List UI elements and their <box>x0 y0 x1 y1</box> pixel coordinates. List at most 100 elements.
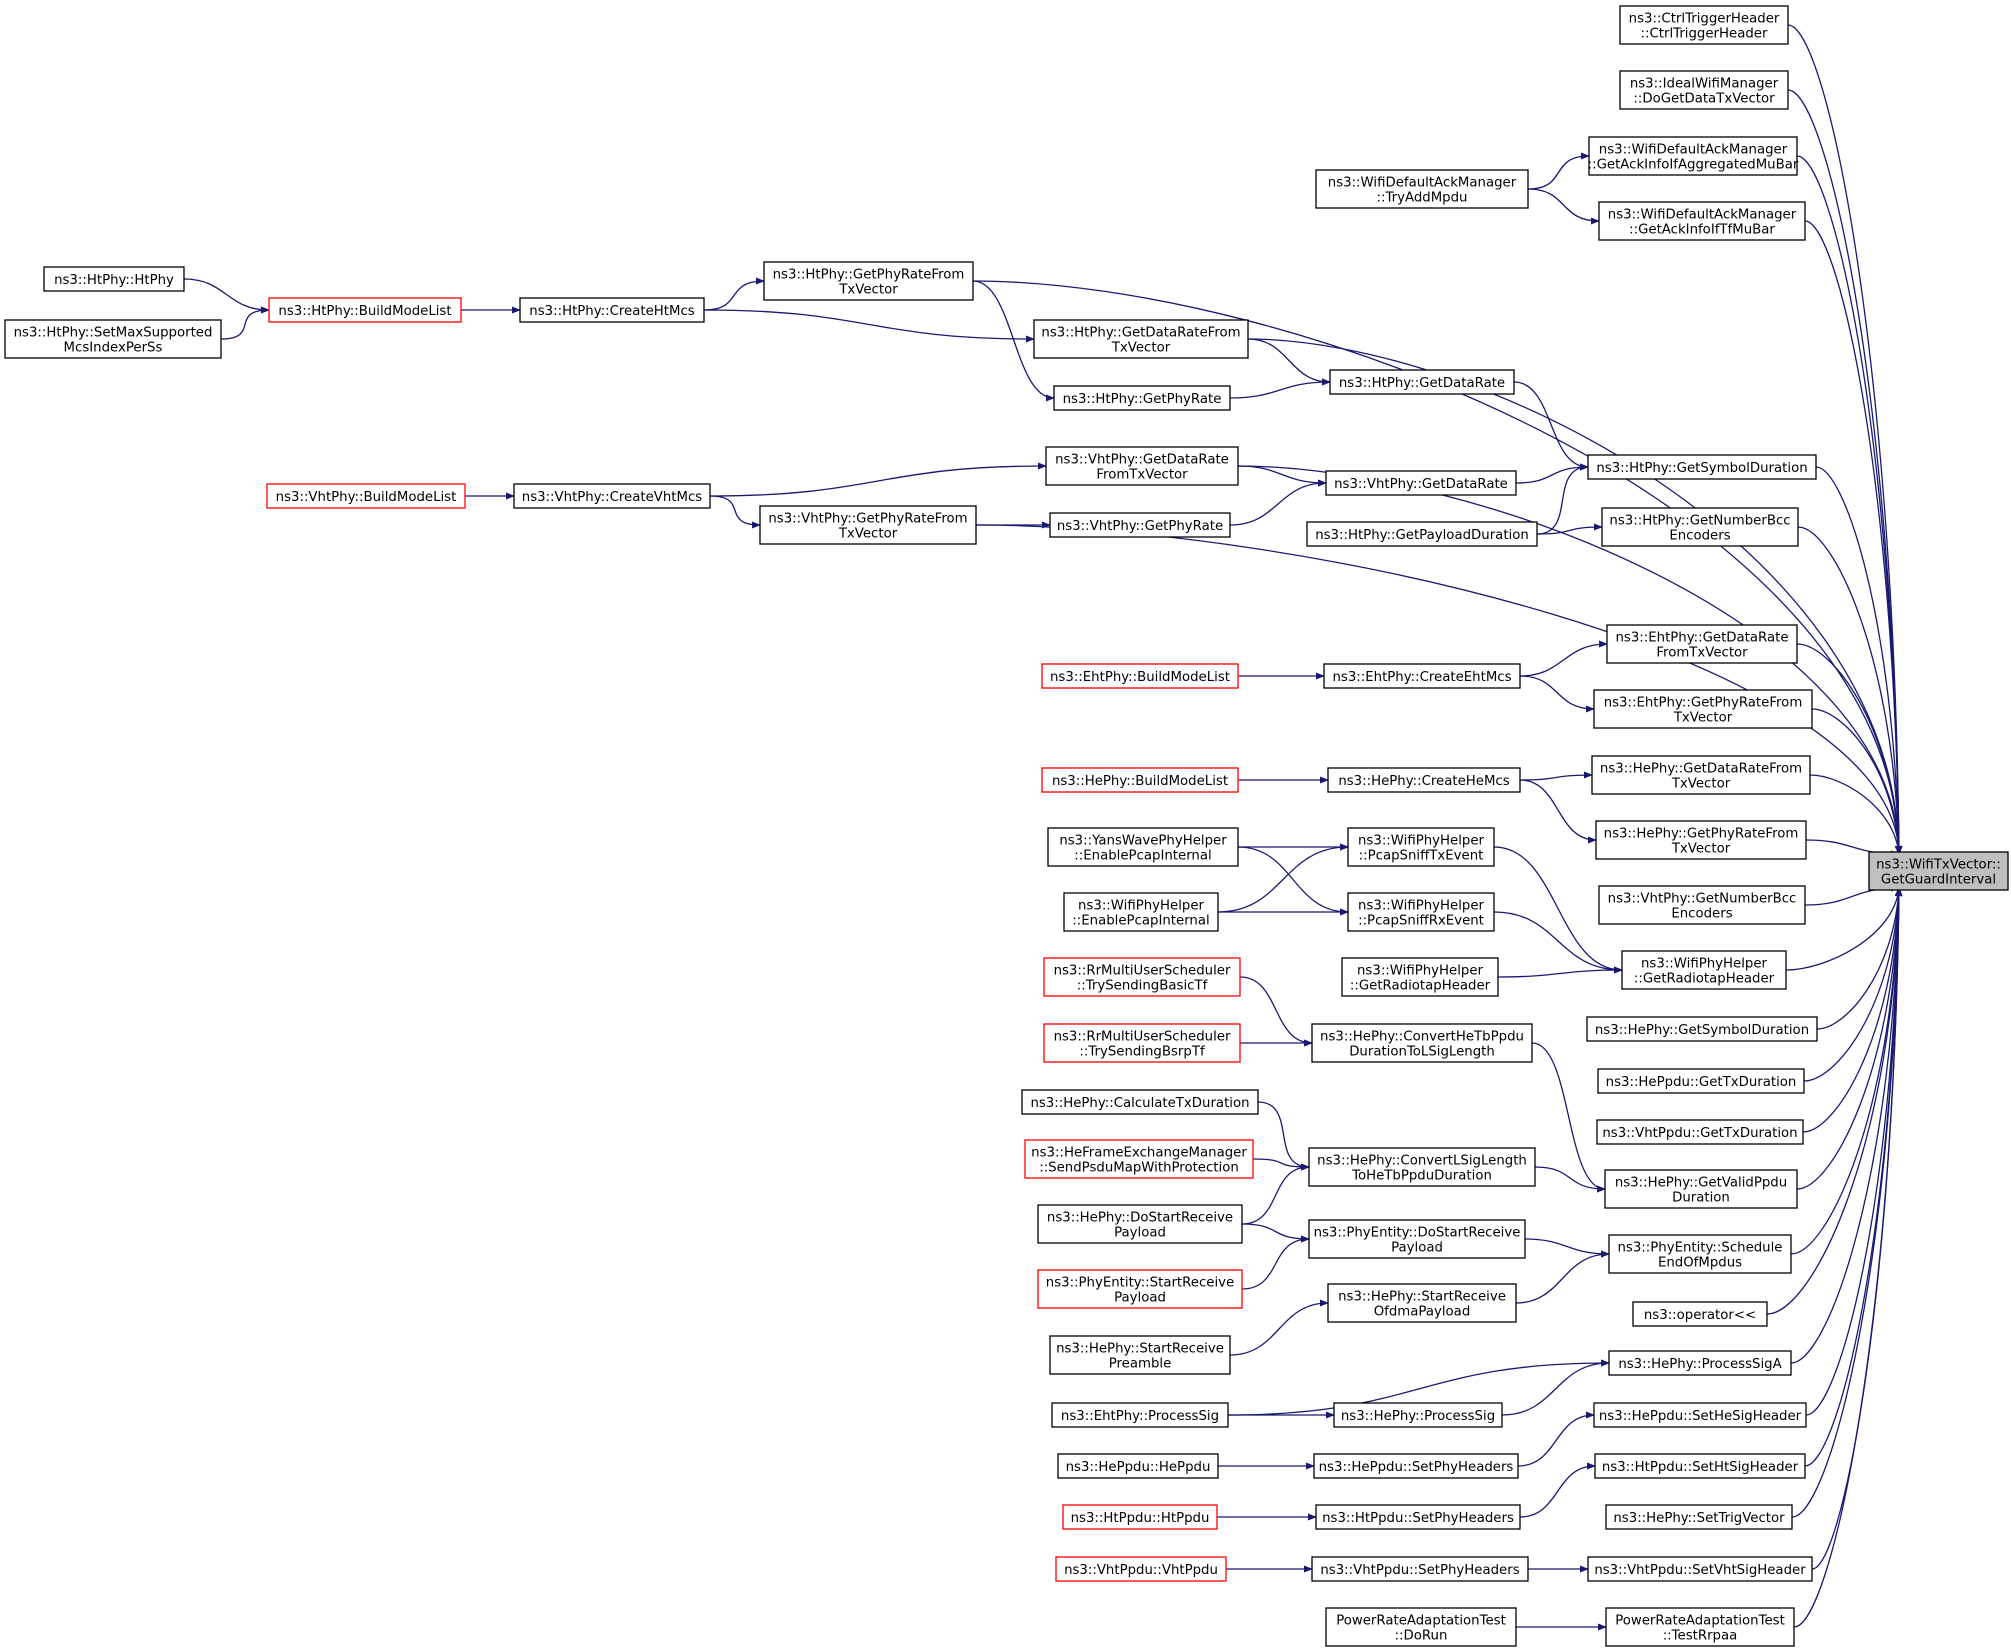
node-ns3-rrmultiuserscheduler-trysendingbsrptf[interactable]: ns3::RrMultiUserScheduler::TrySendingBsr… <box>1043 1023 1241 1063</box>
node-ns3-idealwifimanager-dogetdatatxvector[interactable]: ns3::IdealWifiManager::DoGetDataTxVector <box>1619 70 1789 110</box>
node-ns3-htphy-getsymbolduration[interactable]: ns3::HtPhy::GetSymbolDuration <box>1587 454 1817 480</box>
node-ns3-wifiphyhelper-enablepcapinternal[interactable]: ns3::WifiPhyHelper::EnablePcapInternal <box>1063 892 1219 932</box>
node-label: TxVector <box>1671 777 1731 792</box>
node-box <box>1045 446 1239 486</box>
node-ns3-hephy-converthetbppdu-durationtolsiglength[interactable]: ns3::HePhy::ConvertHeTbPpduDurationToLSi… <box>1311 1023 1533 1063</box>
node-label: McsIndexPerSs <box>64 341 163 356</box>
node-ns3-hephy-processsig[interactable]: ns3::HePhy::ProcessSig <box>1333 1402 1503 1428</box>
edge-ack_tryadd-to-ack_tfmubar <box>1527 188 1600 225</box>
node-ns3-ehtphy-createehtmcs[interactable]: ns3::EhtPhy::CreateEhtMcs <box>1323 663 1521 689</box>
node-box <box>1315 169 1529 209</box>
node-ns3-htppdu-setphyheaders[interactable]: ns3::HtPpdu::SetPhyHeaders <box>1315 1504 1521 1530</box>
node-box <box>268 297 462 323</box>
node-ns3-wifiphyhelper-pcapsnifftxevent[interactable]: ns3::WifiPhyHelper::PcapSniffTxEvent <box>1347 827 1495 867</box>
node-ns3-hephy-buildmodelist[interactable]: ns3::HePhy::BuildModeList <box>1041 767 1239 793</box>
node-ns3-hephy-convertlsiglength-tohetbppduduration[interactable]: ns3::HePhy::ConvertLSigLengthToHeTbPpduD… <box>1308 1147 1536 1187</box>
node-ns3-wifidefaultackmanager-getackinfoiftfmubar[interactable]: ns3::WifiDefaultAckManager::GetAckInfoIf… <box>1598 201 1806 241</box>
node-ns3-htppdu-htppdu[interactable]: ns3::HtPpdu::HtPpdu <box>1062 1504 1218 1530</box>
node-ns3-ehtphy-buildmodelist[interactable]: ns3::EhtPhy::BuildModeList <box>1041 663 1239 689</box>
node-ns3-hephy-settrigvector[interactable]: ns3::HePhy::SetTrigVector <box>1605 1504 1793 1530</box>
node-ns3-vhtphy-buildmodelist[interactable]: ns3::VhtPhy::BuildModeList <box>266 483 466 509</box>
node-ns3-heppdu-setphyheaders[interactable]: ns3::HePpdu::SetPhyHeaders <box>1313 1453 1519 1479</box>
node-box <box>1593 689 1813 729</box>
node-ns3-operator[interactable]: ns3::operator<< <box>1632 1301 1768 1327</box>
node-box <box>513 483 711 509</box>
edge-operator_ll-to-target <box>1766 887 1903 1315</box>
node-ns3-htphy-htphy[interactable]: ns3::HtPhy::HtPhy <box>43 266 185 292</box>
node-box <box>1621 950 1787 990</box>
node-ns3-hephy-calculatetxduration[interactable]: ns3::HePhy::CalculateTxDuration <box>1021 1089 1259 1115</box>
node-ns3-htphy-createhtmcs[interactable]: ns3::HtPhy::CreateHtMcs <box>519 297 705 323</box>
node-box <box>1041 663 1239 689</box>
node-ns3-ctrltriggerheader-ctrltriggerheader[interactable]: ns3::CtrlTriggerHeader::CtrlTriggerHeade… <box>1619 5 1789 45</box>
edge-rr_basictf-to-he_converthetb <box>1239 976 1313 1047</box>
node-ns3-vhtppdu-setvhtsigheader[interactable]: ns3::VhtPpdu::SetVhtSigHeader <box>1587 1556 1813 1582</box>
node-ns3-wifiphyhelper-pcapsniffrxevent[interactable]: ns3::WifiPhyHelper::PcapSniffRxEvent <box>1347 892 1495 932</box>
node-label: ::PcapSniffRxEvent <box>1358 914 1484 929</box>
node-ns3-htphy-getpayloadduration[interactable]: ns3::HtPhy::GetPayloadDuration <box>1306 521 1538 547</box>
node-powerrateadaptationtest-testrrpaa[interactable]: PowerRateAdaptationTest::TestRrpaa <box>1605 1607 1795 1647</box>
node-ns3-yanswavephyhelper-enablepcapinternal[interactable]: ns3::YansWavePhyHelper::EnablePcapIntern… <box>1047 827 1239 867</box>
node-powerrateadaptationtest-dorun[interactable]: PowerRateAdaptationTest::DoRun <box>1325 1607 1517 1647</box>
node-box <box>1604 1169 1798 1209</box>
node-ns3-htphy-getphyrate[interactable]: ns3::HtPhy::GetPhyRate <box>1053 385 1231 411</box>
node-ns3-vhtphy-getphyrate[interactable]: ns3::VhtPhy::GetPhyRate <box>1049 512 1231 538</box>
node-ns3-wifidefaultackmanager-tryaddmpdu[interactable]: ns3::WifiDefaultAckManager::TryAddMpdu <box>1315 169 1529 209</box>
node-ns3-heppdu-gettxduration[interactable]: ns3::HePpdu::GetTxDuration <box>1597 1068 1805 1094</box>
node-ns3-vhtphy-createvhtmcs[interactable]: ns3::VhtPhy::CreateVhtMcs <box>513 483 711 509</box>
node-ns3-heppdu-heppdu[interactable]: ns3::HePpdu::HePpdu <box>1057 1453 1219 1479</box>
node-ns3-heppdu-sethesigheader[interactable]: ns3::HePpdu::SetHeSigHeader <box>1593 1402 1807 1428</box>
node-box <box>1591 755 1811 795</box>
node-label: ns3::WifiPhyHelper <box>1641 957 1768 972</box>
node-label: ns3::VhtPhy::GetPhyRate <box>1057 519 1223 534</box>
node-ns3-vhtppdu-gettxduration[interactable]: ns3::VhtPpdu::GetTxDuration <box>1596 1119 1804 1145</box>
node-box <box>1062 1504 1218 1530</box>
node-box <box>1596 1119 1804 1145</box>
node-ns3-ehtphy-processsig[interactable]: ns3::EhtPhy::ProcessSig <box>1051 1402 1229 1428</box>
edge-eht_getdataratefrom-to-target <box>1796 643 1903 855</box>
node-label: ns3::CtrlTriggerHeader <box>1629 12 1780 27</box>
node-label: ns3::HePpdu::GetTxDuration <box>1606 1075 1797 1090</box>
node-ns3-htphy-getdatarate[interactable]: ns3::HtPhy::GetDataRate <box>1329 369 1515 395</box>
node-ns3-wifidefaultackmanager-getackinfoifaggregatedmubar[interactable]: ns3::WifiDefaultAckManager::GetAckInfoIf… <box>1588 136 1799 176</box>
edge-radiotap_left-to-radiotap_right <box>1497 966 1623 978</box>
node-ns3-vhtppdu-vhtppdu[interactable]: ns3::VhtPpdu::VhtPpdu <box>1055 1556 1227 1582</box>
node-ns3-htphy-buildmodelist[interactable]: ns3::HtPhy::BuildModeList <box>268 297 462 323</box>
node-ns3-vhtphy-getdatarate[interactable]: ns3::VhtPhy::GetDataRate <box>1325 470 1517 496</box>
node-box <box>1325 1607 1517 1647</box>
node-ns3-vhtppdu-setphyheaders[interactable]: ns3::VhtPpdu::SetPhyHeaders <box>1311 1556 1529 1582</box>
node-ns3-wifiphyhelper-getradiotapheader[interactable]: ns3::WifiPhyHelper::GetRadiotapHeader <box>1621 950 1787 990</box>
node-ns3-wifiphyhelper-getradiotapheader[interactable]: ns3::WifiPhyHelper::GetRadiotapHeader <box>1341 957 1499 997</box>
node-box <box>1619 70 1789 110</box>
node-box <box>1605 1607 1795 1647</box>
node-label: ns3::HtPhy::CreateHtMcs <box>529 304 694 319</box>
node-ns3-hephy-createhemcs[interactable]: ns3::HePhy::CreateHeMcs <box>1327 767 1521 793</box>
edge-he_settrig-to-target <box>1791 887 1903 1518</box>
node-ns3-hephy-processsiga[interactable]: ns3::HePhy::ProcessSigA <box>1608 1350 1792 1376</box>
node-ns3-htppdu-sethtsigheader[interactable]: ns3::HtPpdu::SetHtSigHeader <box>1594 1453 1806 1479</box>
node-label: TxVector <box>838 527 898 542</box>
node-box <box>1327 1283 1517 1323</box>
node-ns3-rrmultiuserscheduler-trysendingbasictf[interactable]: ns3::RrMultiUserScheduler::TrySendingBas… <box>1043 957 1241 997</box>
node-ns3-hephy-getsymbolduration[interactable]: ns3::HePhy::GetSymbolDuration <box>1586 1016 1818 1042</box>
node-ns3-wifitxvector-getguardinterval-target[interactable]: ns3::WifiTxVector::GetGuardInterval <box>1868 851 2009 891</box>
node-ns3-heframeexchangemanager-sendpsdumapwithprotection[interactable]: ns3::HeFrameExchangeManager::SendPsduMap… <box>1024 1139 1254 1179</box>
